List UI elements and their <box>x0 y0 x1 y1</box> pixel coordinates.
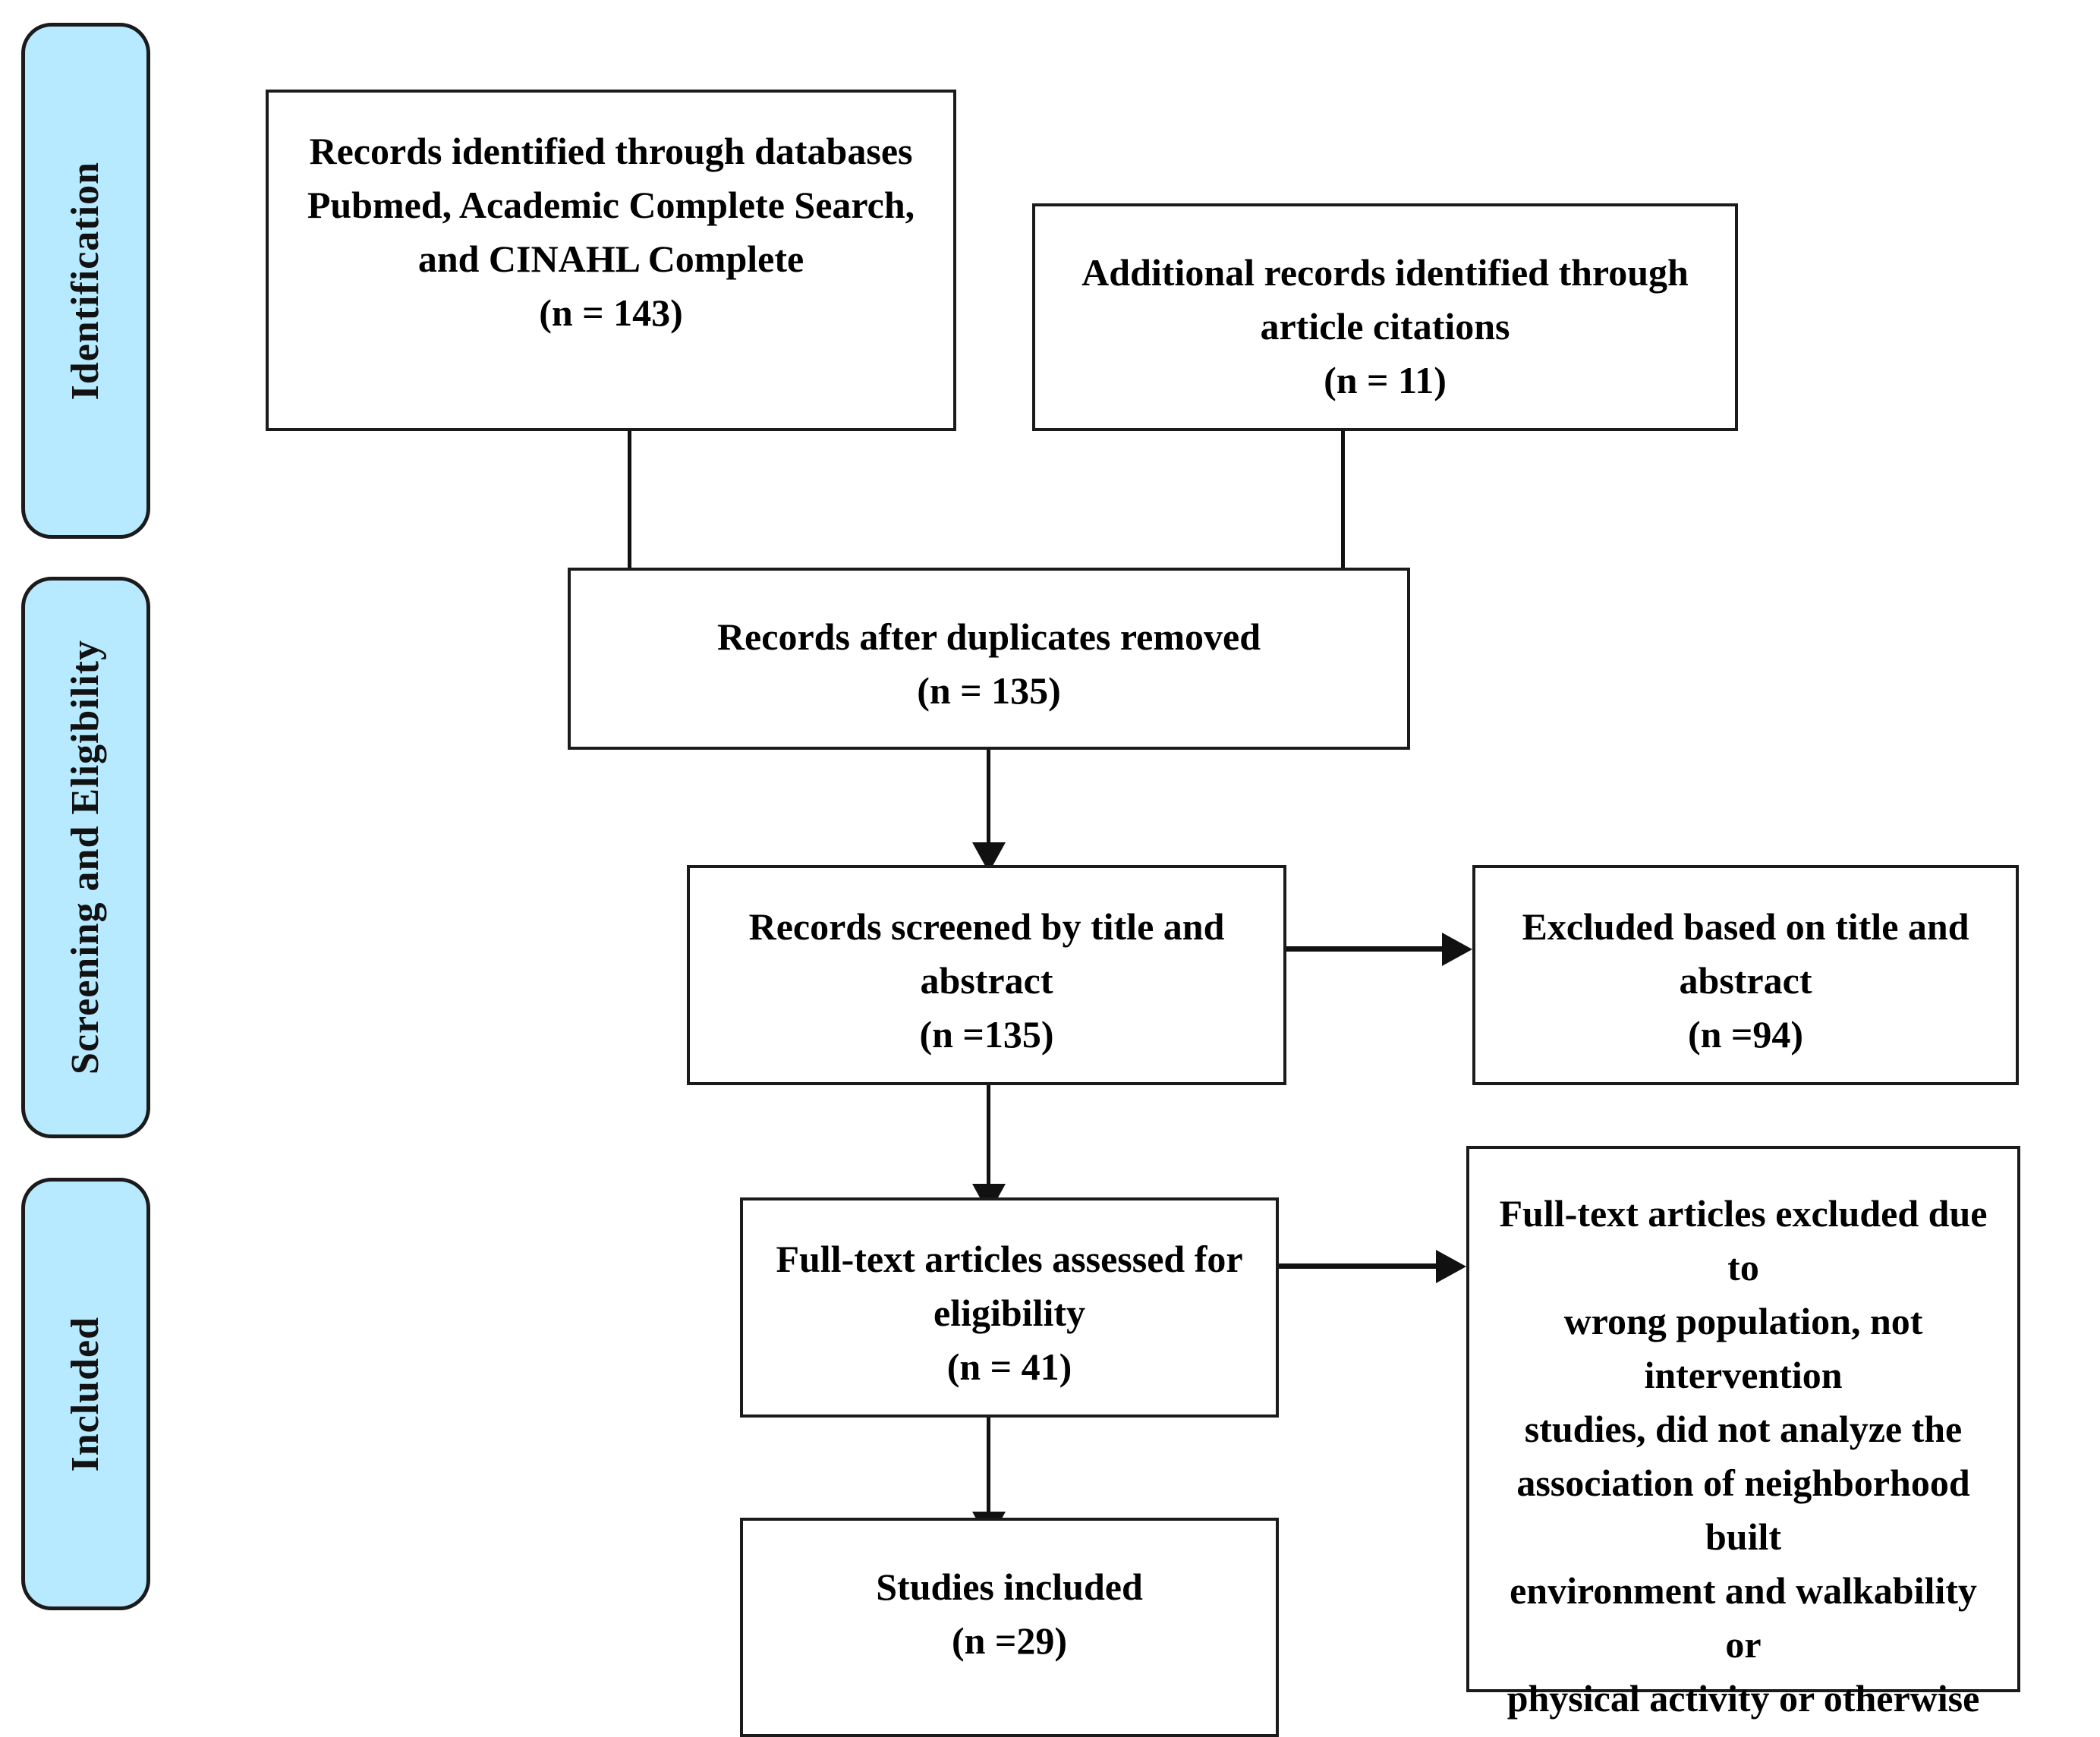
connector-screened-to-excluded <box>1286 946 1446 952</box>
box-fulltext-assessed-count: (n = 41) <box>946 1345 1072 1388</box>
box-records-after-duplicates-removed: Records after duplicates removed (n = 13… <box>568 568 1410 750</box>
phase-label-identification: Identification <box>64 161 107 401</box>
connector-databases-to-duplicates <box>628 431 631 583</box>
box-fulltext-excluded-text: Full-text articles excluded due to wrong… <box>1499 1192 1988 1737</box>
connector-citations-to-duplicates <box>1341 431 1345 583</box>
phase-label-screening-eligibility: Screening and Eligibility <box>64 640 107 1075</box>
box-fulltext-excluded: Full-text articles excluded due to wrong… <box>1466 1146 2020 1737</box>
phase-pill-included: Included <box>21 1178 150 1610</box>
box-records-screened-text: Records screened by title and abstract <box>748 905 1225 1002</box>
box-records-after-duplicates-removed-count: (n = 135) <box>917 669 1061 712</box>
box-studies-included-text: Studies included <box>876 1566 1143 1608</box>
box-additional-records-citations-count: (n = 11) <box>1324 359 1447 401</box>
phase-pill-screening-eligibility: Screening and Eligibility <box>21 577 150 1138</box>
box-fulltext-assessed: Full-text articles assessed for eligibil… <box>740 1197 1279 1418</box>
box-studies-included-count: (n =29) <box>951 1619 1068 1662</box>
box-records-identified-databases-count: (n = 143) <box>539 291 683 334</box>
connector-fulltext-to-excluded <box>1279 1263 1440 1269</box>
box-excluded-title-abstract: Excluded based on title and abstract (n … <box>1472 865 2019 1085</box>
box-records-identified-databases-text: Records identified through databases Pub… <box>307 130 915 280</box>
phase-pill-identification: Identification <box>21 23 150 539</box>
box-studies-included: Studies included (n =29) <box>740 1518 1279 1737</box>
box-fulltext-assessed-text: Full-text articles assessed for eligibil… <box>776 1238 1243 1334</box>
phase-label-included: Included <box>64 1316 107 1472</box>
connector-fulltext-to-included <box>987 1418 990 1524</box>
box-records-screened-count: (n =135) <box>919 1013 1054 1056</box>
arrowhead-screened-to-excluded <box>1442 933 1472 966</box>
box-additional-records-citations: Additional records identified through ar… <box>1032 203 1738 431</box>
box-excluded-title-abstract-text: Excluded based on title and abstract <box>1522 905 1969 1002</box>
connector-duplicates-to-screened <box>987 750 990 856</box>
box-records-identified-databases: Records identified through databases Pub… <box>266 90 956 431</box>
box-records-screened: Records screened by title and abstract (… <box>687 865 1286 1085</box>
box-additional-records-citations-text: Additional records identified through ar… <box>1081 251 1689 348</box>
connector-screened-to-fulltext <box>987 1085 990 1195</box>
arrowhead-fulltext-to-excluded <box>1436 1250 1466 1283</box>
box-records-after-duplicates-removed-text: Records after duplicates removed <box>716 615 1261 658</box>
box-excluded-title-abstract-count: (n =94) <box>1687 1013 1804 1056</box>
